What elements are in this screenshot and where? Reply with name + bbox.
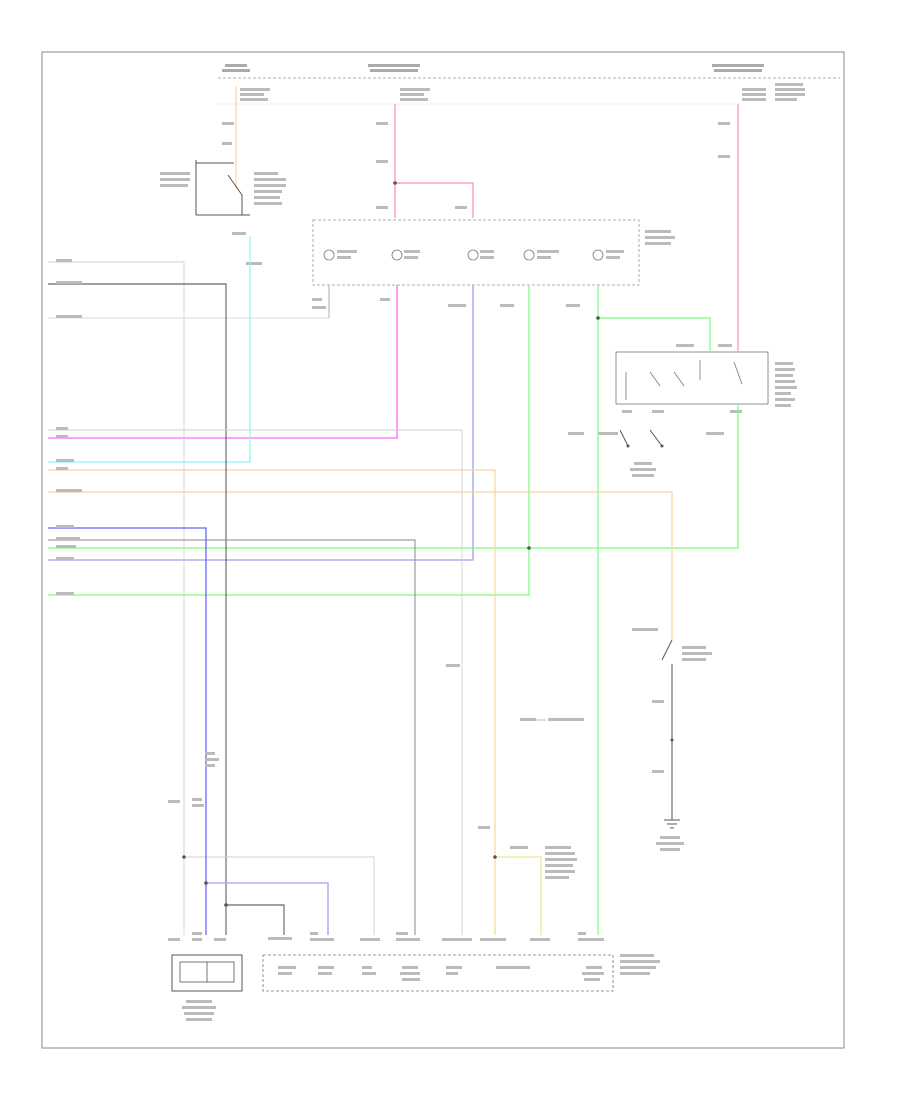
cooling-fan-relay bbox=[615, 344, 797, 413]
junction-dots bbox=[182, 181, 600, 907]
cyan-wire bbox=[48, 236, 251, 463]
fuse-block bbox=[246, 206, 675, 309]
top-headers bbox=[222, 64, 805, 101]
magenta-wire bbox=[48, 285, 398, 439]
ignition-switch-assembly bbox=[160, 86, 286, 235]
fuse-outputs bbox=[48, 285, 330, 319]
tan-wires bbox=[48, 469, 673, 935]
throttle-position-sensor bbox=[168, 932, 243, 1021]
lt-blue-wire bbox=[48, 285, 474, 561]
green-wires bbox=[48, 285, 739, 935]
pink-wires bbox=[376, 104, 739, 352]
left-connector-marks bbox=[56, 259, 82, 595]
gray-wires bbox=[48, 261, 463, 935]
powertrain-control-module bbox=[262, 932, 660, 992]
diagram-notes bbox=[168, 664, 584, 879]
blue-wires bbox=[48, 527, 329, 935]
diagram-frame bbox=[41, 51, 845, 1049]
cooling-fans bbox=[568, 429, 724, 477]
trans-range-switch bbox=[632, 628, 712, 851]
